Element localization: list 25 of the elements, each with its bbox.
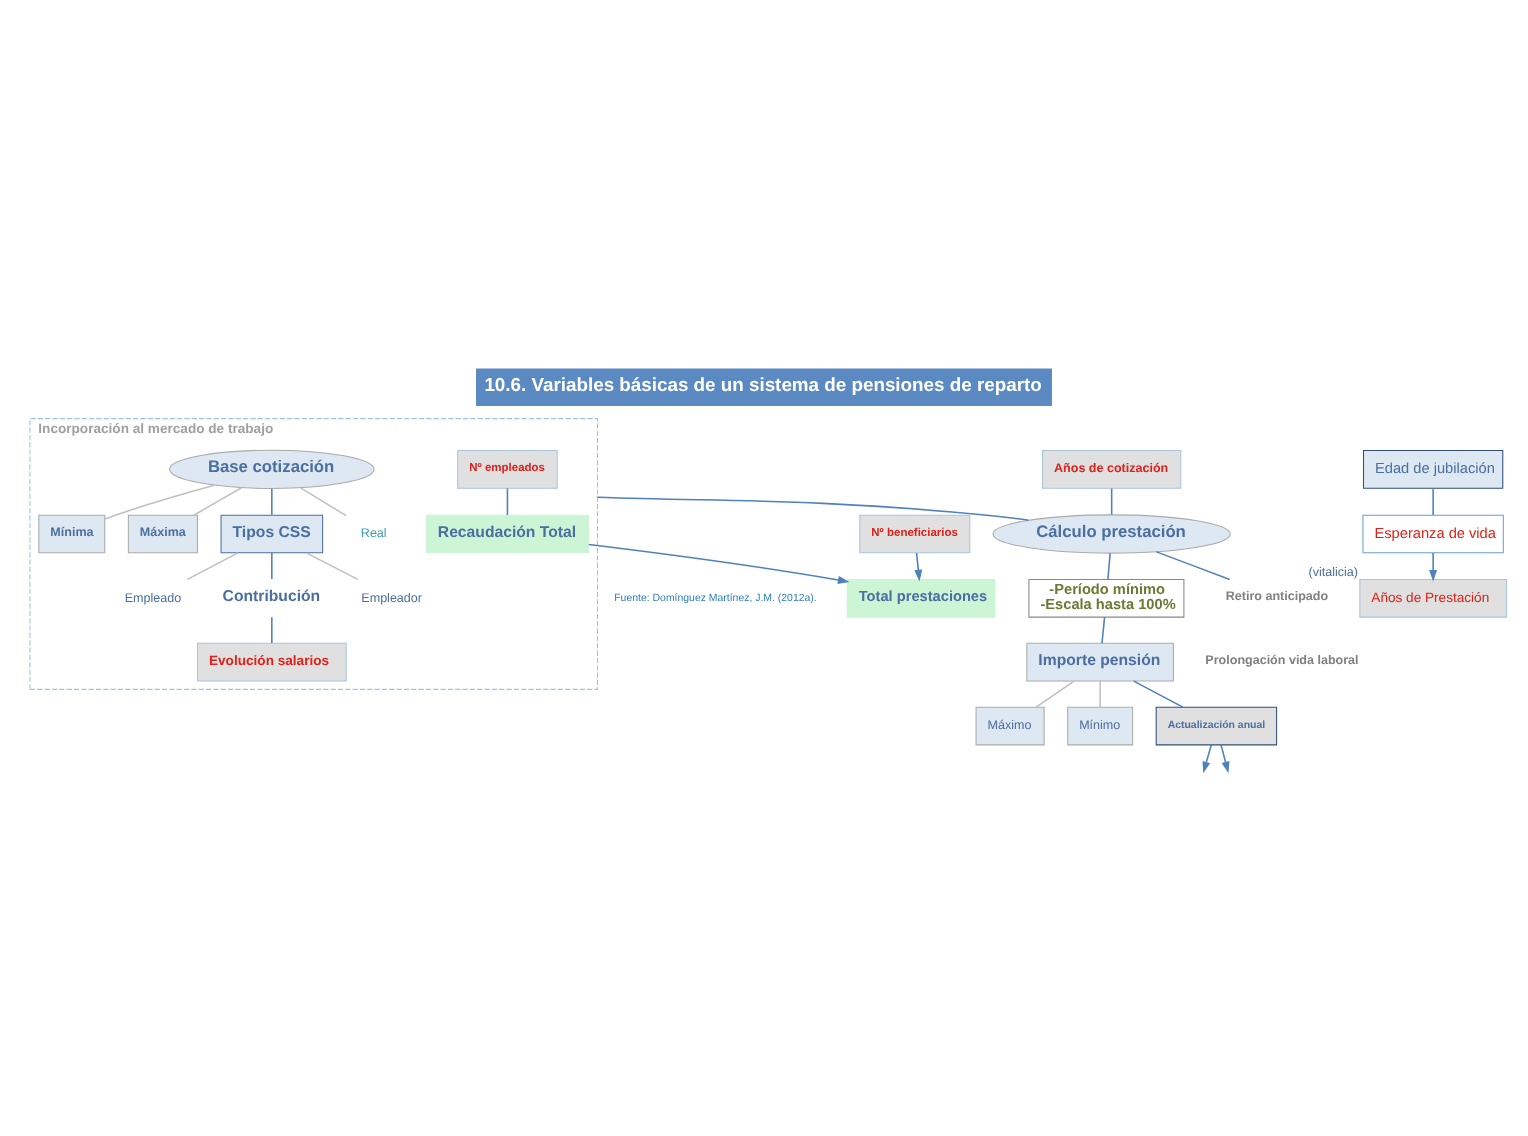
node-ellipse: Base cotización: [169, 449, 375, 489]
connector: [1035, 680, 1075, 708]
connector: [271, 552, 273, 580]
node-ellipse: Cálculo prestación: [992, 514, 1231, 554]
diagram-title: 10.6. Variables básicas de un sistema de pensiones de reparto: [484, 372, 1042, 395]
connector: [193, 487, 243, 516]
connector: [1101, 616, 1106, 644]
connector: [596, 496, 1030, 521]
connector: [271, 616, 273, 644]
connector: [104, 484, 216, 520]
connector: [186, 552, 239, 581]
connector: [299, 487, 347, 517]
connector: [1133, 680, 1184, 708]
arrow: [588, 543, 850, 584]
arrow: [1429, 552, 1438, 582]
connector: [271, 488, 273, 516]
arrow: [1220, 744, 1230, 774]
connector: [506, 487, 509, 516]
arrow: [1202, 744, 1213, 774]
connector: [1107, 552, 1111, 581]
connector: [1110, 487, 1113, 516]
connector: [1432, 487, 1434, 516]
arrow: [914, 552, 923, 582]
connector: [305, 552, 359, 581]
connector: [1099, 680, 1101, 708]
